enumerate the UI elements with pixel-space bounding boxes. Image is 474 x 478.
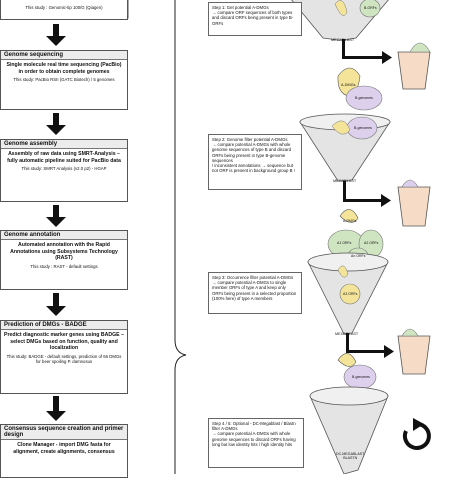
box-description: Automated annotation with the Rapid Anno… <box>10 242 118 261</box>
box-title: Genome annotation <box>1 231 127 240</box>
repeat-arrow-icon <box>402 418 431 450</box>
cup-1 <box>397 42 431 90</box>
step-3-box: Step 3: Occurrence filter potential A-DM… <box>208 272 302 314</box>
box-note: This study: PacBio RSII (GATC Biotech) /… <box>13 77 115 82</box>
prediction-box: Prediction of DMGs - BADGE Predict diagn… <box>0 320 128 394</box>
right-arrow-3 <box>346 333 394 358</box>
cup-3 <box>397 328 431 375</box>
box-title: Genome sequencing <box>1 51 127 60</box>
b-genomes-label-1: B-genomes <box>355 96 373 100</box>
megablast-label-3: MEGABLAST <box>335 332 359 336</box>
down-arrow-1 <box>46 24 66 46</box>
a3-orfs-label: A3 ORFs <box>343 292 358 296</box>
top-partial-box-content: This study : Genomic-tip 100/G (Qiagen) <box>0 0 128 20</box>
box-title: Prediction of DMGs - BADGE <box>1 321 127 330</box>
b-orfs-label: B-ORFs <box>364 6 377 10</box>
down-arrow-2 <box>46 113 66 135</box>
genome-assembly-box: Genome assembly Assembly of raw data usi… <box>0 139 128 202</box>
box-title: Genome assembly <box>1 140 127 149</box>
b-genomes-label-3: B-genomes <box>352 375 370 379</box>
funnel-3 <box>307 252 389 335</box>
a-dmgs-blob-1 <box>337 67 383 111</box>
step-1-box: Step 1: Get potential A-DMGs → compare O… <box>208 2 302 36</box>
b-genomes-label-2: B-genomes <box>354 126 372 130</box>
box-description: Predict diagnostic marker genes using BA… <box>4 332 124 351</box>
dc-megablast-label: DC-MEGABLAST BLASTN <box>336 452 365 460</box>
a-dmgs-label-1: A-DMGs <box>341 83 356 87</box>
orfs-cluster <box>327 209 384 265</box>
box-note: This study: SMRT Analysis (v2.0 p2) - HG… <box>21 166 107 171</box>
a2-orfs-label: A2 ORFs <box>364 241 379 245</box>
down-arrow-4 <box>46 293 66 316</box>
box-description: Assembly of raw data using SMRT-Analysis… <box>7 151 121 164</box>
a-dmgs-label-2: A-DMGs <box>343 219 357 223</box>
box-note: This study : RAST - default settings <box>30 263 98 269</box>
genome-annotation-box: Genome annotation Automated annotation w… <box>0 230 128 290</box>
consensus-box: Consensus sequence creation and primer d… <box>0 424 128 478</box>
down-arrow-3 <box>46 205 66 227</box>
down-arrow-5 <box>46 396 66 421</box>
box-description: Single molecule real time sequencing (Pa… <box>6 62 122 75</box>
funnel-2 <box>299 113 391 182</box>
box-description: Clone Manager - import DMG fasta for ali… <box>13 442 115 455</box>
genome-sequencing-box: Genome sequencing Single molecule real t… <box>0 50 128 110</box>
cup-2 <box>397 179 431 227</box>
megablast-label-1: MEGABLAST <box>331 38 355 42</box>
step-4-5-box: Step 4 / 5: Optional - DC-Megablast / Bl… <box>208 418 304 468</box>
box-title: Consensus sequence creation and primer d… <box>1 425 127 440</box>
right-arrow-2 <box>343 181 391 207</box>
an-orfs-label: An ORFs <box>351 254 366 258</box>
step-2-box: Step 2: Genome filter potential A-DMGs →… <box>208 134 302 190</box>
megablast-label-2: MEGABLAST <box>333 179 357 183</box>
right-arrow-1 <box>342 39 392 64</box>
b-genomes-blob <box>337 353 377 390</box>
box-note: This study: BADGE - default settings, pr… <box>6 353 122 364</box>
curly-brace <box>174 0 187 474</box>
a1-orfs-label: A1 ORFs <box>337 241 352 245</box>
top-partial-note: This study : Genomic-tip 100/G (Qiagen) <box>25 5 103 10</box>
funnel-4 <box>309 386 389 474</box>
